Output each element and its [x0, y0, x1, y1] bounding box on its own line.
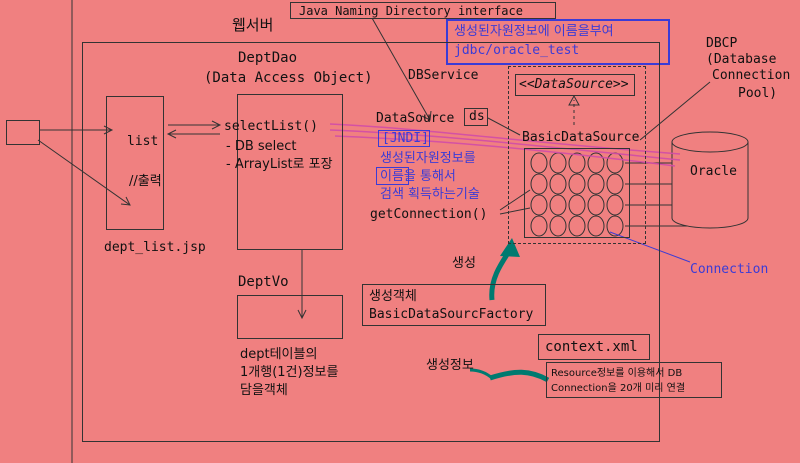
resource-note-line1: Resource정보를 이용해서 DB [551, 368, 683, 379]
dbcp-dashed-region [508, 66, 646, 244]
create-info-label: 생성정보 [426, 358, 474, 373]
client-box [6, 120, 40, 145]
factory-box: 생성객체 BasicDataSourcFactory [362, 284, 546, 326]
oracle-label: Oracle [690, 164, 737, 179]
connection-pool-box [524, 148, 630, 238]
resource-note-line2: Connection을 20개 미리 연결 [551, 383, 686, 394]
dbcp-line1: DBCP [706, 36, 738, 51]
context-xml-box: context.xml [538, 334, 650, 360]
jndi-banner: Java Naming Directory interface [290, 2, 556, 19]
arraylist-step: - ArrayList로 포장 [226, 157, 333, 172]
dept-list-jsp-caption: dept_list.jsp [104, 240, 206, 255]
create-label: 생성 [452, 256, 476, 271]
db-select-step: - DB select [226, 139, 297, 154]
dbcp-line3: Connection [712, 68, 791, 83]
name-highlight-box [376, 167, 409, 185]
deptvo-desc1: dept테이블의 [240, 347, 318, 362]
jndi-box: [JNDI] [378, 130, 430, 147]
note-line1: 생성된자원정보에 이름을부여 [454, 24, 614, 39]
deptdao-subtitle: (Data Access Object) [204, 70, 373, 86]
select-list-method: selectList() [224, 119, 318, 134]
connection-label: Connection [690, 262, 769, 277]
note-line2: jdbc/oracle_test [454, 43, 580, 58]
context-xml-label: context.xml [545, 339, 638, 355]
jndi-desc2: 이름을 통해서 [380, 169, 456, 184]
datasource-interface-label: <<DataSource>> [519, 77, 629, 92]
list-label: list [127, 134, 159, 149]
jndi-desc1: 생성된자원정보를 [380, 151, 476, 166]
datasource-interface-box: <<DataSource>> [515, 74, 635, 96]
dept-list-jsp-box: list //출력 [106, 96, 164, 230]
ds-box: ds [464, 108, 488, 126]
dbcp-line4: Pool) [738, 86, 778, 101]
basic-datasource-label: BasicDataSource [522, 130, 640, 145]
print-label: //출력 [129, 174, 162, 189]
dbservice-label: DBService [408, 68, 479, 83]
get-connection-label: getConnection() [370, 207, 488, 222]
jndi-label: [JNDI] [382, 131, 429, 146]
deptvo-box [237, 295, 343, 339]
webserver-box [82, 42, 660, 442]
ds-label: ds [469, 109, 485, 124]
jndi-banner-text: Java Naming Directory interface [299, 4, 523, 18]
deptdao-box [237, 94, 343, 250]
webserver-label: 웹서버 [232, 16, 274, 34]
factory-line2: BasicDataSourcFactory [369, 307, 534, 322]
factory-line1: 생성객체 [369, 289, 417, 304]
resource-note-box: Resource정보를 이용해서 DB Connection을 20개 미리 연… [546, 362, 722, 398]
deptdao-title: DeptDao [238, 50, 298, 66]
deptvo-desc2: 1개행(1건)정보를 [240, 365, 339, 380]
deptvo-title: DeptVo [238, 274, 289, 290]
dbcp-line2: (Database [706, 52, 777, 67]
deptvo-desc3: 담을객체 [240, 383, 288, 398]
datasource-label: DataSource [376, 111, 455, 126]
jndi-desc3: 검색 획득하는기술 [380, 187, 480, 202]
